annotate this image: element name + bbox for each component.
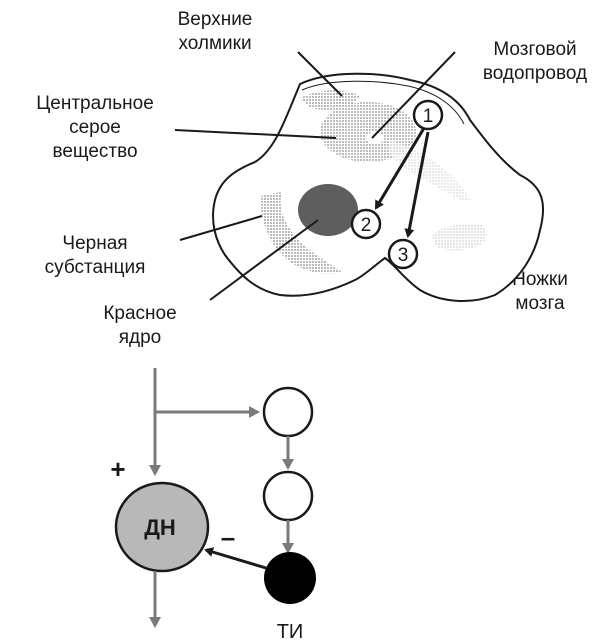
marker-2: 2 bbox=[352, 210, 380, 238]
ti-neuron bbox=[264, 552, 316, 604]
ti-label: ТИ bbox=[277, 621, 304, 643]
plus-sign: + bbox=[110, 454, 125, 484]
inhibitory-arrow-ti-to-dn bbox=[206, 550, 266, 568]
svg-text:1: 1 bbox=[423, 106, 434, 127]
circuit-diagram: ТИ ДН + – bbox=[110, 368, 316, 643]
interneuron-1 bbox=[264, 388, 312, 436]
svg-text:3: 3 bbox=[398, 245, 409, 266]
interneuron-2 bbox=[264, 472, 312, 520]
minus-sign: – bbox=[221, 522, 235, 552]
marker-1: 1 bbox=[414, 101, 442, 129]
marker-3: 3 bbox=[389, 240, 417, 268]
dn-label: ДН bbox=[144, 515, 176, 540]
svg-text:2: 2 bbox=[361, 215, 372, 236]
